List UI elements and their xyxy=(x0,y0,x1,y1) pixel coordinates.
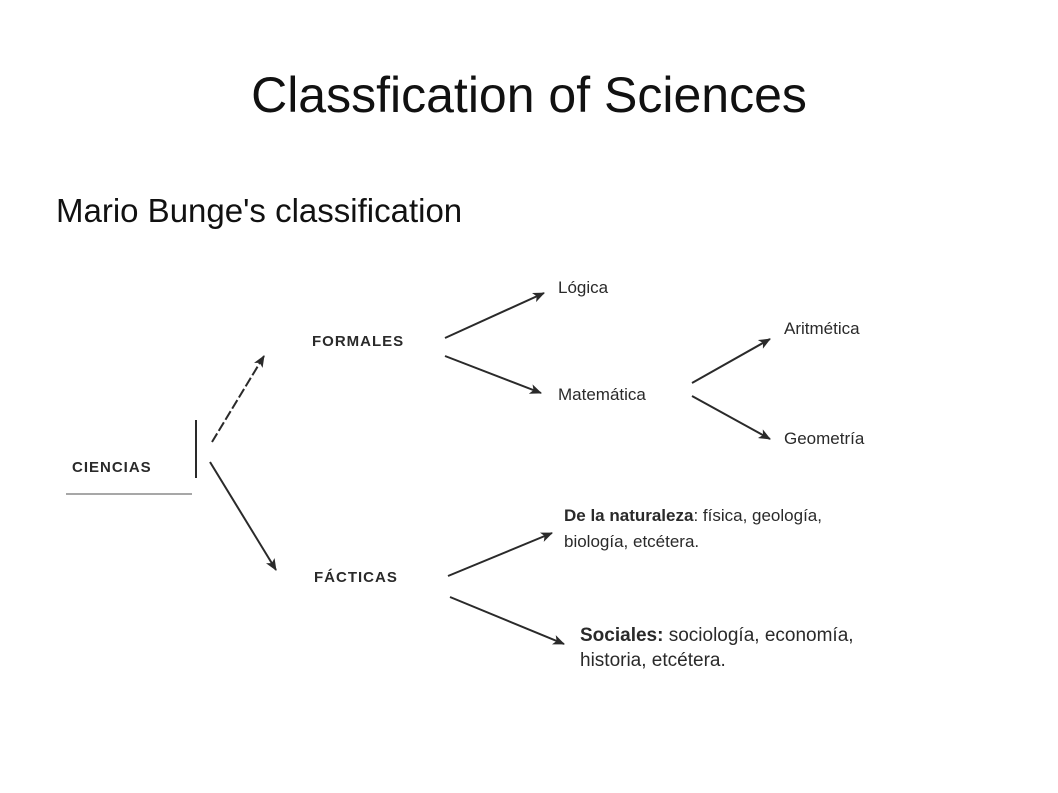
slide-title: Classfication of Sciences xyxy=(251,67,807,123)
node-sociales: Sociales: sociología, economía, xyxy=(580,625,854,646)
slide-subtitle: Mario Bunge's classification xyxy=(56,192,463,229)
arrow-ciencias-facticas xyxy=(209,461,277,571)
node-naturaleza: De la naturaleza: física, geología, xyxy=(564,506,822,525)
arrow-facticas-sociales xyxy=(449,596,565,645)
node-aritmetica: Aritmética xyxy=(784,319,860,338)
arrow-formales-logica xyxy=(444,292,545,339)
node-facticas: FÁCTICAS xyxy=(314,569,398,586)
node-formales: FORMALES xyxy=(312,333,404,350)
node-geometria: Geometría xyxy=(784,429,865,448)
naturaleza-heading: De la naturaleza xyxy=(564,506,694,525)
arrow-formales-matematica xyxy=(444,355,542,394)
node-logica: Lógica xyxy=(558,278,609,297)
sociales-examples-line2: historia, etcétera. xyxy=(580,650,726,671)
sociales-heading: Sociales: xyxy=(580,625,663,646)
sociales-examples: sociología, economía, xyxy=(663,625,853,646)
arrow-ciencias-formales xyxy=(211,355,265,443)
arrow-matematica-geometria xyxy=(691,395,771,440)
arrow-facticas-naturaleza xyxy=(447,532,553,577)
naturaleza-examples: : física, geología, xyxy=(693,506,822,525)
node-ciencias: CIENCIAS xyxy=(72,459,152,476)
arrow-matematica-aritmetica xyxy=(691,338,771,384)
node-matematica: Matemática xyxy=(558,385,646,404)
naturaleza-examples-line2: biología, etcétera. xyxy=(564,532,699,551)
